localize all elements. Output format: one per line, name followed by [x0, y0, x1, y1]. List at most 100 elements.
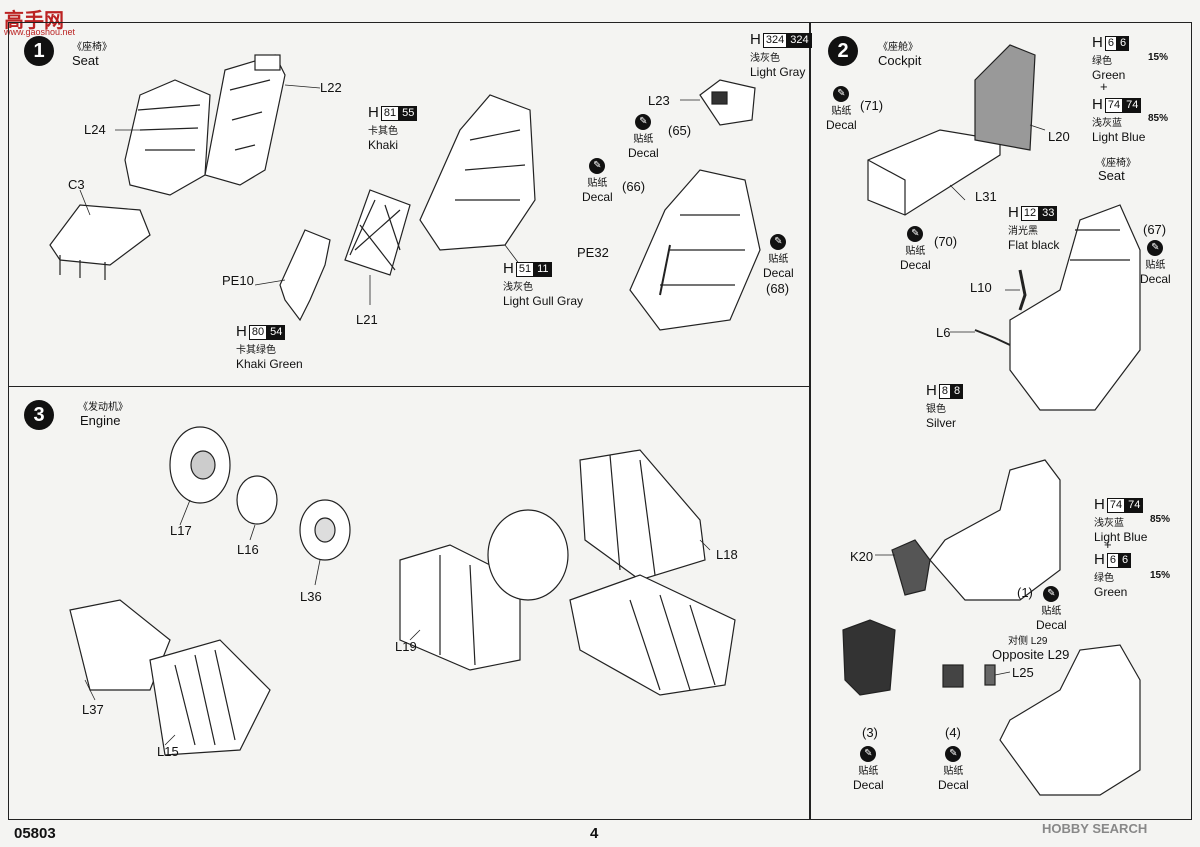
paint-code-2: 74: [1125, 497, 1144, 514]
panel-l20-drawing: [974, 44, 1036, 151]
seat-final-drawing: [629, 169, 761, 331]
hobby-search-watermark: HOBBY SEARCH: [1042, 821, 1148, 836]
step3-number: 3: [24, 400, 54, 430]
seat-assembly-drawing: [419, 94, 536, 251]
part-label-pe10: PE10: [222, 273, 254, 288]
part-label-l10: L10: [970, 280, 992, 295]
decal-number-3: (3): [862, 725, 878, 740]
paint-cn: 浅灰色: [750, 52, 780, 64]
decal-number-65: (65): [668, 123, 692, 138]
part-label-pe32: PE32: [577, 245, 609, 260]
decal-67: ✎ 贴纸 Decal: [1140, 240, 1171, 286]
decal-68: ✎ 贴纸 Decal: [763, 234, 794, 280]
paint-code-2: 8: [950, 383, 964, 400]
paint-cn: 绿色: [1092, 55, 1112, 67]
decal-icon: ✎: [907, 226, 924, 242]
paint-code: 81: [380, 105, 400, 122]
part-label-c3: C3: [68, 177, 85, 192]
paint-code-2: 11: [534, 261, 552, 278]
base-c3-drawing: [49, 204, 151, 280]
paint-code: 51: [515, 261, 535, 278]
seat-subtitle-cn: 《座椅》: [1096, 158, 1136, 169]
cockpit-seat-step2-drawing: [1009, 204, 1141, 411]
ring-l16-drawing: [236, 475, 278, 525]
decal-cn: 贴纸: [1041, 606, 1062, 617]
paint-en: Light Blue: [1092, 130, 1146, 145]
decal-en: Decal: [763, 266, 794, 280]
decal-number-68: (68): [766, 281, 790, 296]
decal-icon: ✎: [1043, 586, 1060, 602]
paint-cn: 银色: [926, 403, 946, 415]
cockpit-assembly-2-drawing: [929, 459, 1061, 601]
decal-icon: ✎: [770, 234, 787, 250]
plus-sign: +: [1100, 79, 1108, 94]
step1-title-cn: 《座椅》: [72, 42, 112, 53]
step3-panel: [8, 386, 810, 820]
seat-l24-drawing: [124, 79, 211, 196]
decal-number-70: (70): [934, 234, 958, 249]
decal-en: Decal: [853, 778, 884, 792]
step2-panel: [810, 22, 1192, 820]
step3-title-cn: 《发动机》: [78, 402, 128, 413]
decal-en: Decal: [1140, 272, 1171, 286]
opposite-en: Opposite L29: [992, 647, 1070, 662]
paint-en: Silver: [926, 416, 957, 431]
engine-nozzle-drawing: [569, 574, 736, 696]
part-l25-drawing: [984, 664, 996, 686]
decal-number-67: (67): [1143, 222, 1167, 237]
decal-1: ✎ 贴纸 Decal: [1036, 586, 1067, 632]
part-label-l16: L16: [237, 542, 259, 557]
decal-cn: 贴纸: [1145, 260, 1166, 271]
part-label-l6: L6: [936, 325, 951, 340]
part-label-l37: L37: [82, 702, 104, 717]
part-label-l20: L20: [1048, 129, 1070, 144]
decal-3: ✎ 贴纸 Decal: [853, 746, 884, 792]
decal-icon: ✎: [945, 746, 962, 762]
paint-cn: 卡其绿色: [236, 344, 276, 356]
compressor-drawing: [487, 509, 569, 601]
decal-cn: 贴纸: [858, 766, 879, 777]
decal-cn: 贴纸: [905, 246, 926, 257]
panel-k20-drawing: [891, 539, 931, 596]
decal-cn: 贴纸: [831, 106, 852, 117]
fuselage-half-l18-drawing: [579, 449, 706, 581]
paint-code-2: 324: [787, 32, 812, 49]
paint-en: Green: [1094, 585, 1128, 600]
part-label-l17: L17: [170, 523, 192, 538]
step3-title-en: Engine: [80, 413, 121, 428]
paint-en: Khaki: [368, 138, 399, 153]
paint-code: 6: [1104, 35, 1117, 52]
site-logo: 高手网: [4, 10, 64, 32]
decal-icon: ✎: [1147, 240, 1164, 256]
site-url: www.gaoshou.net: [4, 27, 76, 37]
lever-l10-drawing: [1018, 269, 1027, 311]
decal-65: ✎ 贴纸 Decal: [628, 114, 659, 160]
percent-green: 15%: [1148, 52, 1169, 63]
paint-code: 8: [938, 383, 951, 400]
paint-cn: 浅灰蓝: [1092, 117, 1122, 129]
step2-number: 2: [828, 36, 858, 66]
decal-number-1: (1): [1017, 585, 1033, 600]
percent-green-2: 15%: [1150, 570, 1171, 581]
paint-code-2: 6: [1116, 35, 1130, 52]
part-label-l21: L21: [356, 312, 378, 327]
step2-title-cn: 《座舱》: [878, 42, 918, 53]
part-label-l24: L24: [84, 122, 106, 137]
decal-en: Decal: [826, 118, 857, 132]
decal-en: Decal: [628, 146, 659, 160]
kit-code: 05803: [14, 825, 56, 842]
percent-light-blue-2: 85%: [1150, 514, 1171, 525]
decal-number-71: (71): [860, 98, 884, 113]
plus-sign-2: +: [1104, 537, 1112, 552]
paint-code: 80: [248, 324, 268, 341]
decal-icon: ✎: [860, 746, 877, 762]
paint-en: Light Gull Gray: [503, 294, 584, 309]
paint-code-2: 54: [267, 324, 286, 341]
